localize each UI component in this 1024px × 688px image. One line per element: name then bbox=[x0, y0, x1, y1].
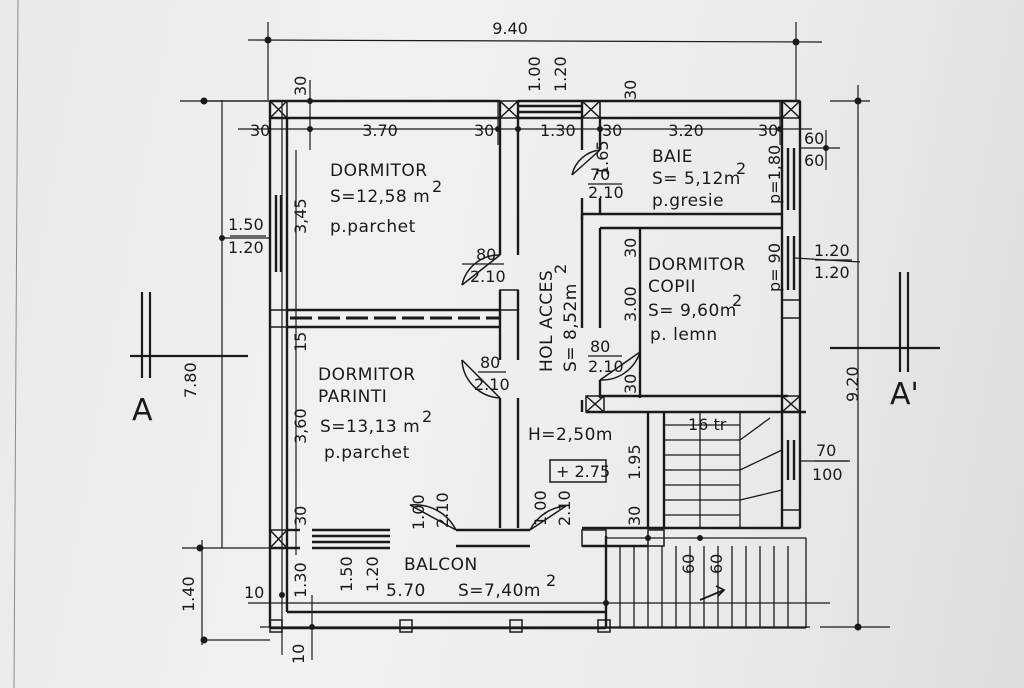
door-balcon2-width: 1.00 bbox=[531, 490, 550, 526]
section-markers bbox=[130, 272, 940, 378]
room-baie-name: BAIE bbox=[652, 147, 693, 167]
dim-top-seg-6: 3.20 bbox=[668, 121, 704, 140]
room-hol-area: S= 8,52m bbox=[561, 283, 581, 372]
labels: 9.40 30 3.70 30 1.30 30 3.20 30 30 30 1.… bbox=[132, 19, 919, 664]
room-dormitor-area: S=12,58 m bbox=[330, 187, 430, 207]
door-parinti-width: 80 bbox=[480, 353, 500, 372]
dim-baie-p: p=1,80 bbox=[765, 145, 784, 204]
dim-overall-height-left: 7.80 bbox=[181, 362, 200, 398]
area-sup-5: 2 bbox=[551, 264, 570, 274]
dim-window-right-a: 1.20 bbox=[814, 241, 850, 260]
door-copii-width: 80 bbox=[590, 337, 610, 356]
staircase bbox=[606, 412, 807, 629]
dim-hol-195: 1.95 bbox=[625, 444, 644, 480]
dim-top-30-right: 30 bbox=[621, 80, 640, 100]
section-label-left: A bbox=[132, 393, 153, 428]
column-blocks bbox=[269, 100, 801, 633]
area-sup-4: 2 bbox=[732, 291, 742, 310]
dim-top-seg-5: 30 bbox=[602, 121, 622, 140]
dim-window-right2-b: 100 bbox=[812, 465, 843, 484]
dim-top-seg-1: 30 bbox=[250, 121, 270, 140]
room-dormitor-floor: p.parchet bbox=[330, 217, 416, 237]
room-balcon-area: S=7,40m bbox=[458, 581, 541, 601]
door-baie-width: 70 bbox=[590, 165, 610, 184]
dim-copii-p: p= 90 bbox=[765, 243, 784, 292]
dim-top-seg-4: 1.30 bbox=[540, 121, 576, 140]
room-balcon-name: BALCON bbox=[404, 555, 478, 575]
dim-bottom-10: 10 bbox=[289, 644, 308, 664]
door-baie-height: 2.10 bbox=[588, 183, 624, 202]
room-parinti-name2: PARINTI bbox=[318, 387, 387, 407]
dim-window-hol-b: 1.20 bbox=[551, 56, 570, 92]
dim-left-360: 3,60 bbox=[291, 408, 310, 444]
dim-window-left-b: 1.20 bbox=[228, 238, 264, 257]
area-sup-2: 2 bbox=[422, 407, 432, 426]
dim-stair-60b: 60 bbox=[707, 554, 726, 574]
door-balcon1-height: 2.10 bbox=[433, 492, 452, 528]
dimension-lines bbox=[180, 22, 890, 660]
level-label: + 2.75 bbox=[556, 462, 610, 481]
area-sup-3: 2 bbox=[736, 159, 746, 178]
door-swings bbox=[409, 149, 641, 531]
room-parinti-name1: DORMITOR bbox=[318, 365, 416, 385]
dim-right-60-a: 60 bbox=[804, 129, 824, 148]
dim-top-30: 30 bbox=[291, 76, 310, 96]
dim-window-hol-a: 1.00 bbox=[525, 56, 544, 92]
dim-right-60-b: 60 bbox=[804, 151, 824, 170]
dim-top-seg-7: 30 bbox=[758, 121, 778, 140]
door-dormitor-height: 2.10 bbox=[470, 267, 506, 286]
dim-left-130: 1.30 bbox=[291, 562, 310, 598]
dim-overall-height-right: 9.20 bbox=[843, 366, 862, 402]
dim-copii-30: 30 bbox=[621, 238, 640, 258]
dim-stair-60a: 60 bbox=[679, 554, 698, 574]
door-parinti-height: 2.10 bbox=[474, 375, 510, 394]
room-parinti-floor: p.parchet bbox=[324, 443, 410, 463]
room-copii-floor: p. lemn bbox=[650, 325, 718, 345]
dim-hol-30: 30 bbox=[625, 506, 644, 526]
area-sup-6: 2 bbox=[546, 571, 556, 590]
room-copii-name2: COPII bbox=[648, 277, 696, 297]
room-hol-name: HOL ACCES bbox=[537, 270, 557, 372]
dim-window-right2-a: 70 bbox=[816, 441, 836, 460]
dim-balcony-depth: 1.40 bbox=[179, 576, 198, 612]
room-dormitor-name: DORMITOR bbox=[330, 161, 428, 181]
door-balcon2-height: 2.10 bbox=[555, 490, 574, 526]
dim-window-balcon-a: 1.50 bbox=[337, 556, 356, 592]
dim-window-right-b: 1.20 bbox=[814, 263, 850, 282]
room-baie-floor: p.gresie bbox=[652, 191, 724, 211]
section-label-right: A' bbox=[890, 377, 919, 412]
height-label: H=2,50m bbox=[528, 425, 613, 445]
room-copii-name1: DORMITOR bbox=[648, 255, 746, 275]
door-copii-height: 2.10 bbox=[588, 357, 624, 376]
level-box bbox=[549, 459, 607, 483]
room-baie-area: S= 5,12m bbox=[652, 169, 741, 189]
dim-window-balcon-b: 1.20 bbox=[363, 556, 382, 592]
dim-left-345: 3,45 bbox=[291, 198, 310, 234]
dim-top-seg-3: 30 bbox=[474, 121, 494, 140]
dim-left-10: 10 bbox=[244, 583, 264, 602]
dim-top-seg-2: 3.70 bbox=[362, 121, 398, 140]
area-sup-1: 2 bbox=[432, 177, 442, 196]
door-dormitor-width: 80 bbox=[476, 245, 496, 264]
room-copii-area: S= 9,60m bbox=[648, 301, 737, 321]
dim-left-15: 15 bbox=[291, 332, 310, 352]
room-parinti-area: S=13,13 m bbox=[320, 417, 420, 437]
dim-copii-30b: 30 bbox=[621, 374, 640, 394]
dim-left-30: 30 bbox=[291, 506, 310, 526]
dim-copii-300: 3.00 bbox=[621, 286, 640, 322]
door-balcon1-width: 1.00 bbox=[409, 494, 428, 530]
stairs-label: 16 tr bbox=[688, 415, 727, 434]
dim-overall-width: 9.40 bbox=[492, 19, 528, 38]
dim-baie-165: 1.65 bbox=[593, 140, 612, 176]
dim-window-left-a: 1.50 bbox=[228, 215, 264, 234]
dim-balcon-570: 5.70 bbox=[386, 581, 426, 601]
